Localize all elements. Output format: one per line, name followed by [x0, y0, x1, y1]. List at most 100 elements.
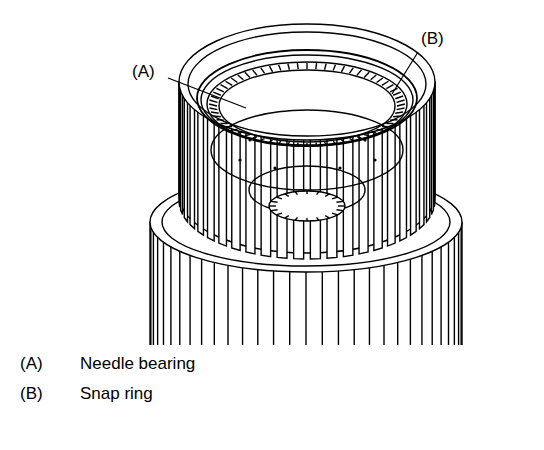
- needle-roller: [209, 104, 217, 106]
- oil-holes: [238, 138, 376, 169]
- needle-roller: [231, 78, 237, 83]
- hub-tooth: [332, 197, 338, 199]
- drum-rim-inner: [188, 32, 426, 136]
- hub-spline-teeth: [269, 191, 345, 221]
- needle-roller: [395, 112, 403, 113]
- needle-roller: [213, 115, 221, 117]
- needle-roller: [382, 126, 389, 128]
- spline-tooth: [261, 134, 271, 256]
- hub-tooth: [336, 209, 343, 211]
- needle-bearing-inner: [219, 70, 395, 142]
- spline-tooth: [198, 110, 204, 235]
- spline-tooth: [178, 82, 180, 208]
- rib-line: [354, 270, 355, 345]
- spline-tooth: [374, 127, 382, 251]
- needle-roller: [364, 72, 369, 77]
- spline-tooth: [343, 134, 353, 256]
- hub-tooth: [285, 216, 289, 218]
- spline-tooth: [388, 122, 396, 246]
- needle-roller: [226, 81, 233, 85]
- needle-roller: [279, 141, 281, 143]
- needle-roller: [261, 68, 265, 74]
- needle-rollers: [209, 63, 405, 145]
- leader-line-a: [168, 78, 246, 108]
- needle-roller: [397, 100, 405, 102]
- needle-roller: [226, 126, 233, 128]
- hub-tooth: [336, 201, 343, 203]
- rib-line: [150, 227, 151, 345]
- rib-line: [322, 272, 323, 345]
- rib-line: [410, 259, 411, 345]
- hub-tooth: [271, 209, 278, 211]
- needle-roller: [377, 129, 383, 131]
- spline-tooth: [426, 96, 429, 221]
- spline-tooth: [232, 127, 240, 251]
- rib-line: [369, 268, 370, 345]
- spline-tooth: [184, 96, 187, 221]
- needle-roller: [221, 123, 228, 125]
- rib-line: [454, 237, 455, 345]
- needle-roller: [333, 65, 335, 71]
- hub-tooth: [285, 194, 289, 196]
- needle-roller: [211, 112, 219, 113]
- needle-roller: [253, 137, 257, 138]
- rib-line: [157, 237, 158, 345]
- needle-roller: [209, 108, 217, 110]
- needle-roller: [238, 75, 244, 80]
- needle-roller: [297, 63, 299, 69]
- needle-roller: [349, 68, 353, 74]
- rib-line: [227, 265, 228, 345]
- rib-line: [432, 251, 433, 345]
- rib-line: [189, 255, 190, 345]
- callout-letter: (A): [132, 63, 155, 82]
- spline-tooth: [419, 104, 423, 229]
- spline-tooth: [181, 89, 183, 214]
- needle-roller: [386, 123, 393, 125]
- snap-ring-inner: [201, 55, 413, 145]
- needle-roller: [238, 131, 244, 133]
- leader-line-b: [392, 52, 418, 94]
- needle-roller: [288, 64, 290, 70]
- rib-line: [214, 262, 215, 345]
- rib-line: [163, 242, 164, 345]
- needle-roller: [371, 131, 377, 133]
- spline-tooth: [400, 117, 407, 241]
- hub-tooth: [269, 205, 276, 206]
- needle-roller: [279, 65, 281, 71]
- needle-roller: [315, 63, 317, 69]
- needle-roller: [325, 64, 327, 70]
- needle-roller: [333, 141, 335, 143]
- needle-roller: [216, 119, 223, 121]
- rib-line: [179, 251, 180, 345]
- needle-roller: [253, 70, 257, 75]
- part-name: Needle bearing: [80, 355, 195, 374]
- needle-roller: [261, 139, 265, 141]
- needle-roller: [325, 142, 327, 144]
- needle-roller: [245, 135, 250, 136]
- rib-line: [383, 265, 384, 345]
- needle-roller: [371, 75, 377, 80]
- spline-tooth: [359, 131, 368, 254]
- needle-roller: [306, 143, 307, 145]
- hub-tooth: [271, 201, 278, 203]
- drum-floor: [211, 110, 403, 190]
- rib-line: [273, 271, 274, 345]
- rib-line: [397, 262, 398, 345]
- needle-roller: [397, 108, 405, 110]
- hub-tooth: [317, 192, 319, 195]
- spline-tooth: [190, 104, 194, 229]
- needle-roller: [397, 104, 405, 106]
- rib-line: [201, 259, 202, 345]
- rib-line: [153, 232, 154, 345]
- key-letter: (B): [20, 385, 43, 404]
- needle-roller: [216, 88, 223, 92]
- needle-roller: [386, 85, 393, 89]
- rib-line: [305, 272, 306, 345]
- rib-line: [289, 272, 290, 345]
- hub-tooth: [317, 217, 319, 220]
- rib-line: [458, 232, 459, 345]
- needle-roller: [245, 72, 250, 77]
- hub-tooth: [276, 213, 282, 215]
